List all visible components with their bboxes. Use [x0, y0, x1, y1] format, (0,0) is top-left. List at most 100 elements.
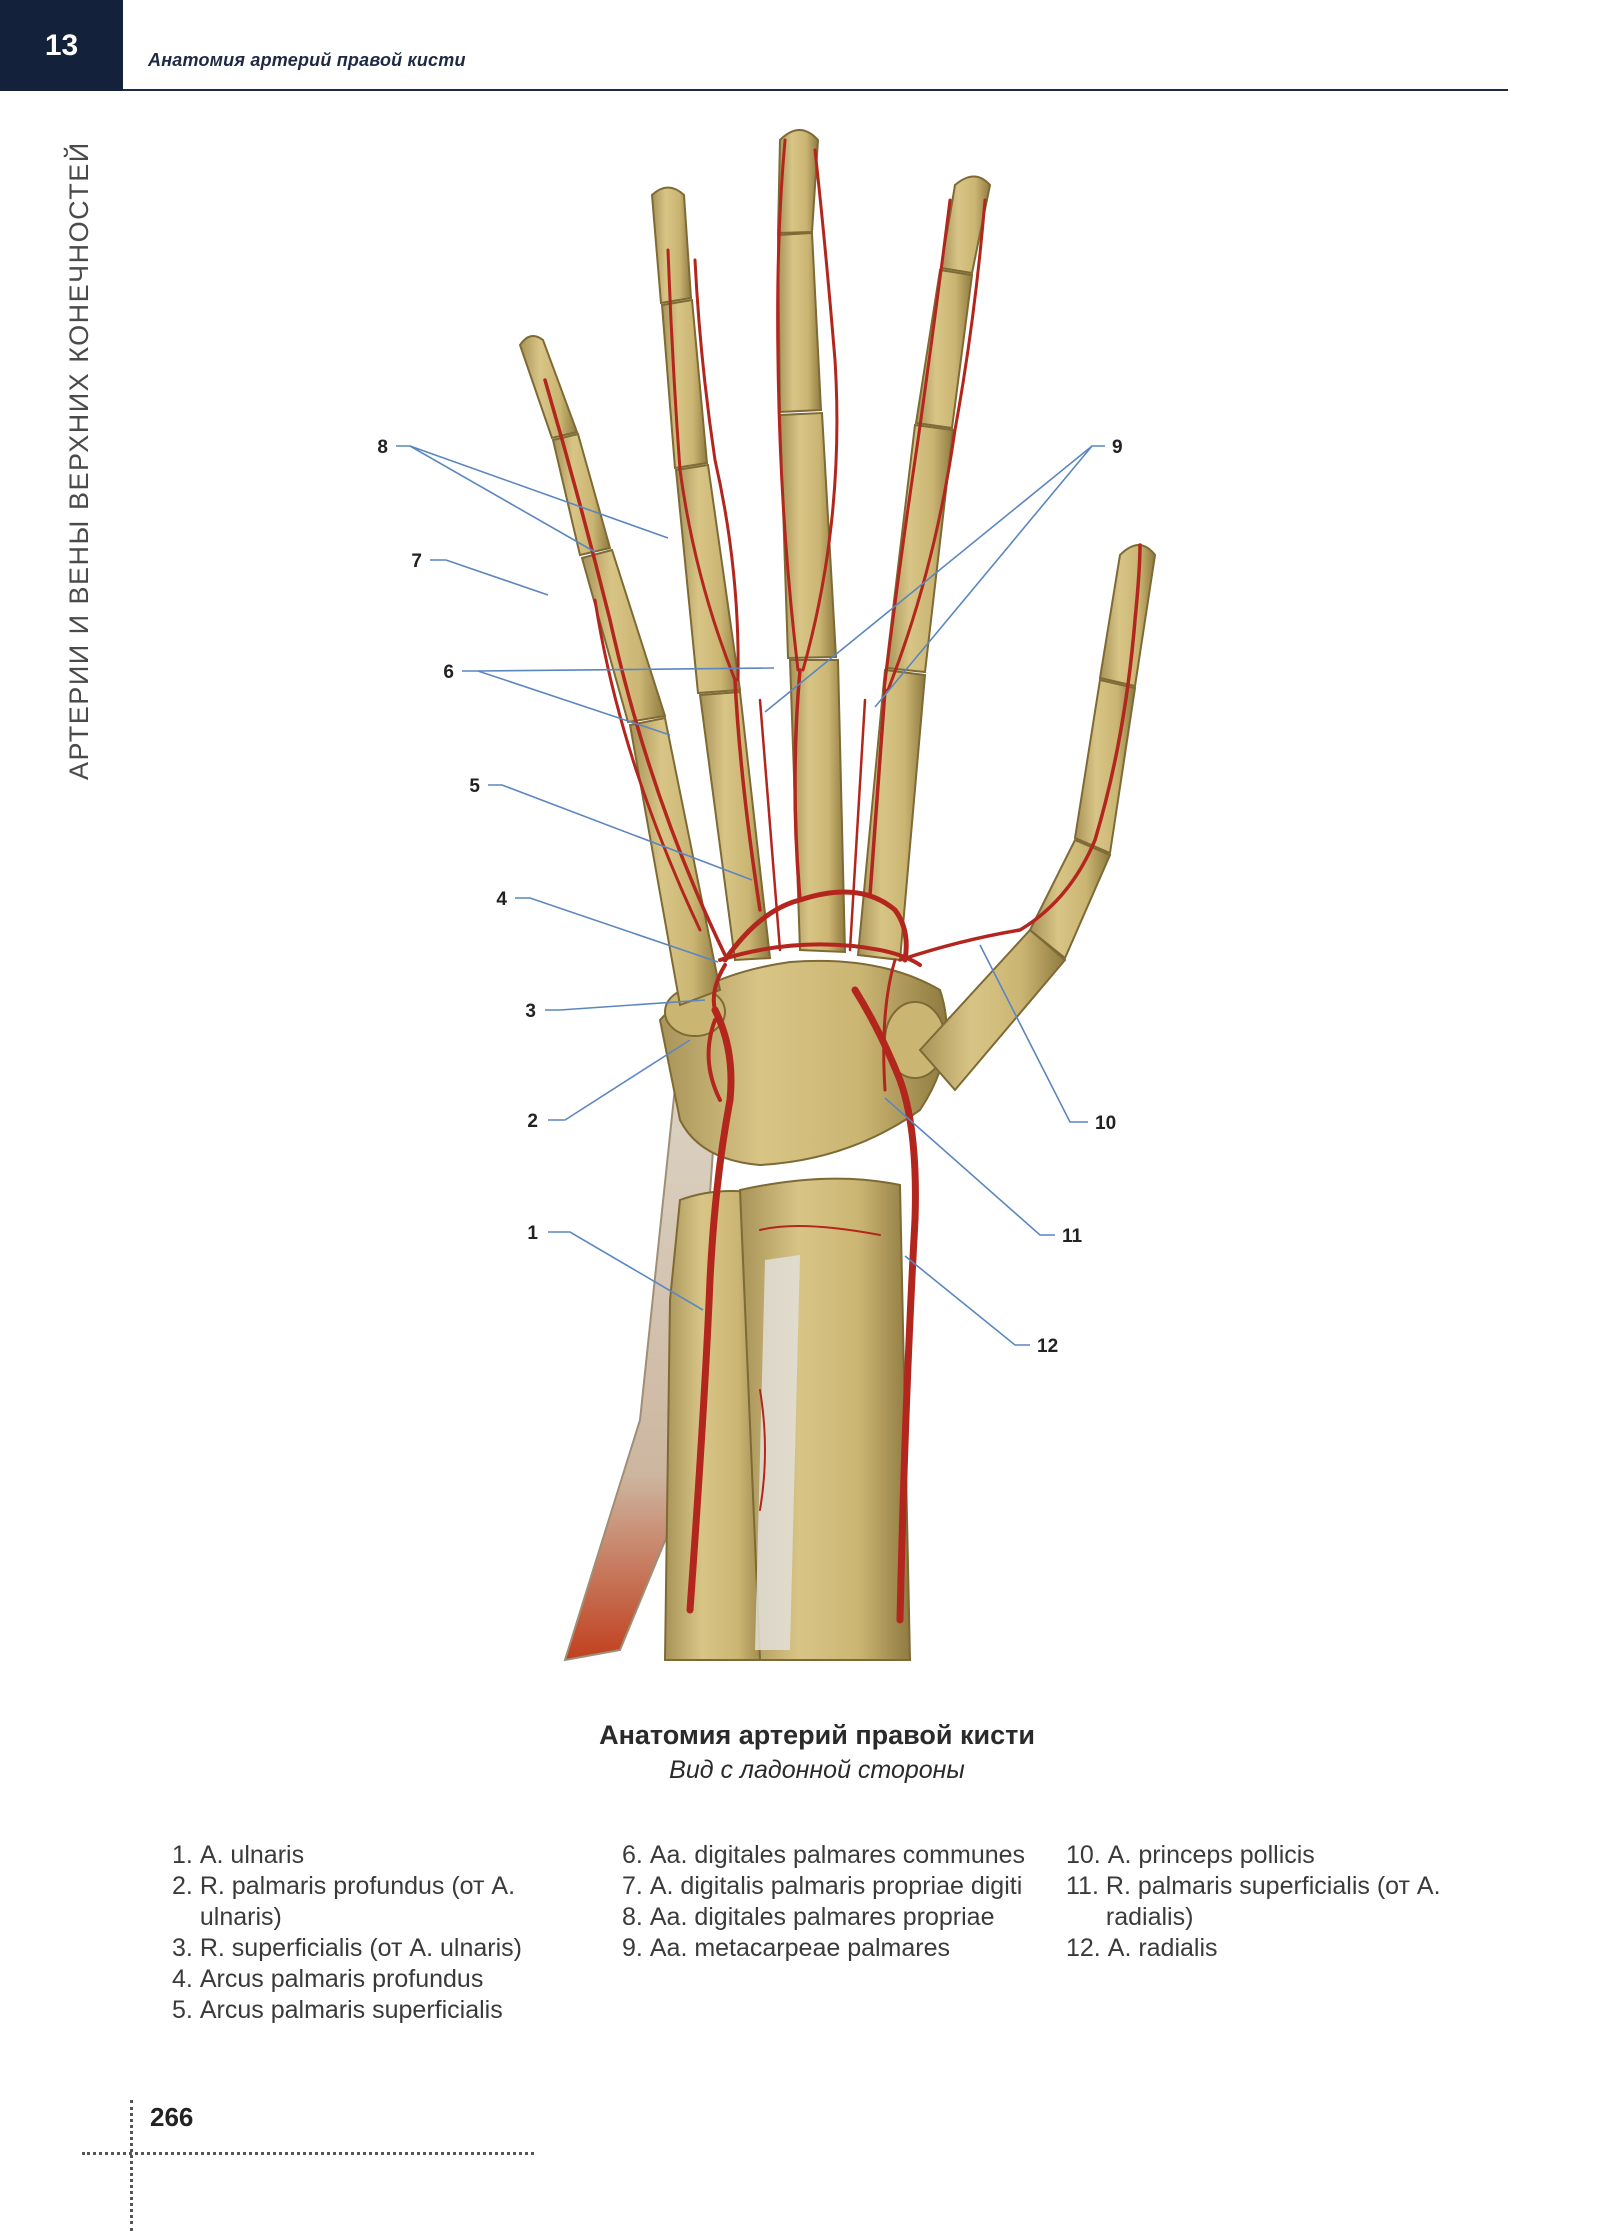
running-header-title: Анатомия артерий правой кисти [148, 50, 466, 70]
callout-12: 12 [1037, 1336, 1058, 1357]
callout-3: 3 [525, 1001, 536, 1022]
footer-dotted-rule [82, 2152, 534, 2155]
legend-text: Aa. metacarpeae palmares [649, 1934, 951, 1962]
callout-10: 10 [1095, 1113, 1116, 1134]
leader-6b [477, 667, 775, 672]
legend-item: 10.A. princeps pollicis [1066, 1840, 1486, 1871]
legend-text: R. palmaris profundus (от A. ulnaris) [199, 1872, 516, 1931]
leader-11 [884, 1097, 1055, 1236]
callout-7: 7 [411, 551, 422, 572]
header-rule [123, 89, 1508, 91]
callout-8: 8 [377, 437, 388, 458]
legend-item: 6.Aa. digitales palmares com­munes [622, 1840, 1042, 1871]
common-digital-3 [793, 668, 802, 902]
forearm-bones [563, 1038, 912, 1662]
middle-finger-bones [776, 129, 847, 954]
callout-9: 9 [1112, 437, 1123, 458]
figure-caption-title: Анатомия артерий правой кисти [599, 1720, 1035, 1750]
legend-text: R. superficialis (от A. ulnaris) [199, 1934, 522, 1962]
legend-item: 3.R. superficialis (от A. ulnaris) [172, 1933, 552, 1964]
digital-4-radial [693, 258, 740, 682]
legend-text: Arcus palmaris superficialis [199, 1996, 503, 2024]
page-number: 266 [150, 2102, 194, 2132]
arteries [543, 138, 1142, 1624]
forearm-small-branch-2 [759, 1389, 766, 1511]
metacarpal-artery-a [758, 698, 782, 952]
leader-1 [548, 1231, 704, 1311]
superficial-palmar-arch [722, 889, 909, 963]
leader-12 [904, 1255, 1030, 1346]
leader-8b [409, 445, 669, 539]
hand-artery-illustration: 1 2 3 4 5 6 7 8 9 10 11 12 [377, 129, 1157, 1662]
leader-4 [515, 897, 719, 963]
leader-2 [548, 1039, 691, 1121]
deep-palmar-branch [706, 1018, 722, 1102]
legend-item: 8.Aa. digitales palmares propriae [622, 1902, 1042, 1933]
digital-4-ulnar [666, 248, 737, 682]
digital-artery-little-2 [593, 598, 702, 932]
leader-9b [874, 445, 1093, 708]
figure-caption-subtitle: Вид с ладонной стороны [669, 1756, 965, 1784]
legend-text: R. palmaris superficialis (от A. radiali… [1105, 1872, 1441, 1931]
legend-number: 5. [172, 1996, 193, 2024]
footer-dotted-rule-vertical [130, 2100, 133, 2231]
digital-3-radial [801, 148, 839, 672]
superficial-branch [711, 963, 727, 1012]
legend-item: 11.R. palmaris superficialis (от A. radi… [1066, 1871, 1486, 1933]
ulnar-artery [686, 1006, 735, 1614]
legend-number: 7. [622, 1872, 643, 1900]
legend-number: 12. [1066, 1934, 1101, 1962]
legend-column-2: 6.Aa. digitales palmares com­munes 7.A. … [622, 1840, 1042, 1964]
legend-number: 10. [1066, 1841, 1101, 1869]
legend-column-3: 10.A. princeps pollicis 11.R. palmaris s… [1066, 1840, 1486, 1964]
interosseous-membrane [755, 1255, 800, 1650]
legend-number: 1. [172, 1841, 193, 1869]
digital-3-ulnar [776, 138, 800, 672]
legend-text: Aa. digitales palmares com­munes [649, 1841, 1026, 1869]
common-digital-2 [868, 688, 887, 897]
legend-number: 6. [622, 1841, 643, 1869]
callout-11: 11 [1062, 1226, 1083, 1247]
finger-bones [518, 129, 1157, 1092]
legend-item: 12.A. radialis [1066, 1933, 1486, 1964]
carpal-bones [658, 959, 948, 1167]
legend-text: A. radialis [1107, 1934, 1218, 1962]
callout-4: 4 [496, 889, 507, 910]
legend-column-1: 1.A. ulnaris 2.R. palmaris profundus (от… [172, 1840, 552, 2026]
legend-text: A. digitalis palmaris propriae digiti [649, 1872, 1023, 1900]
legend-item: 4.Arcus palmaris profundus [172, 1964, 552, 1995]
legend-item: 7.A. digitalis palmaris propriae digiti [622, 1871, 1042, 1902]
callout-5: 5 [469, 776, 480, 797]
princeps-pollicis [898, 543, 1142, 962]
leader-5 [488, 784, 753, 881]
chapter-number: 13 [0, 0, 123, 91]
legend-item: 1.A. ulnaris [172, 1840, 552, 1871]
leader-10 [979, 944, 1088, 1123]
radial-artery [851, 986, 919, 1624]
callout-2: 2 [527, 1111, 538, 1132]
leader-7 [430, 559, 549, 596]
legend-item: 2.R. palmaris profundus (от A. ulnaris) [172, 1871, 552, 1933]
callout-labels: 1 2 3 4 5 6 7 8 9 10 11 12 [377, 437, 1122, 1357]
forearm-small-branch [759, 1225, 881, 1236]
legend-number: 3. [172, 1934, 193, 1962]
legend-number: 4. [172, 1965, 193, 1993]
metacarpal-artery-b [848, 698, 867, 952]
legend-text: Arcus palmaris profundus [199, 1965, 484, 1993]
digital-artery-little [543, 378, 727, 957]
legend-item: 5.Arcus palmaris superficialis [172, 1995, 552, 2026]
digital-2-radial [886, 198, 987, 692]
legend-text: A. princeps pollicis [1107, 1841, 1315, 1869]
legend-item: 9.Aa. metacarpeae palmares [622, 1933, 1042, 1964]
digital-2-ulnar [882, 198, 952, 692]
callout-6: 6 [443, 662, 454, 683]
legend-number: 11. [1066, 1872, 1099, 1900]
legend-number: 2. [172, 1872, 193, 1900]
index-finger-bones [856, 175, 992, 962]
leader-lines [396, 445, 1105, 1346]
callout-1: 1 [527, 1223, 538, 1244]
legend-number: 9. [622, 1934, 643, 1962]
legend-text: A. ulnaris [199, 1841, 305, 1869]
leader-3 [545, 999, 706, 1011]
legend-text: Aa. digitales palmares propriae [649, 1903, 995, 1931]
